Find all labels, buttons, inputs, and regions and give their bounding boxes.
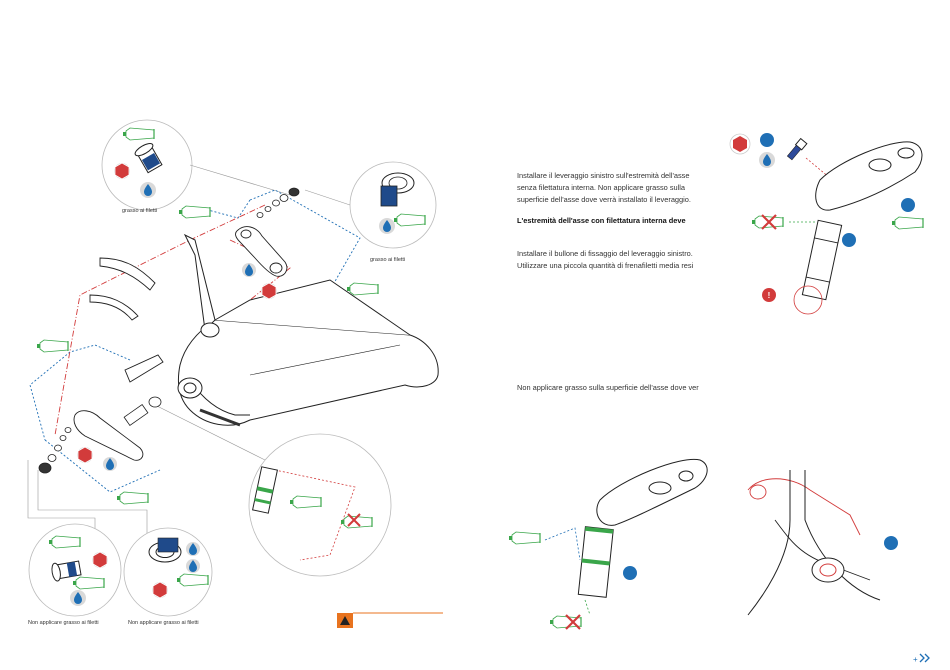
frame-body (177, 233, 439, 427)
instruction-paragraph-3: Non applicare grasso sulla superficie de… (517, 383, 699, 392)
blue-dot-marker (760, 133, 774, 147)
caption-no-grease-bottom-left: Non applicare grasso ai filetti (28, 620, 99, 626)
grease-icon (116, 491, 149, 505)
detail-circle-top-right (349, 161, 437, 249)
grease-icon (178, 205, 211, 219)
detail-circle-axle (248, 433, 392, 577)
axle-part (123, 396, 162, 426)
svg-text:+: + (913, 655, 918, 664)
seatstay-parts (89, 257, 156, 321)
grease-icon (36, 339, 69, 353)
detail-circle-bottom-left (28, 523, 122, 617)
upper-linkage (235, 226, 288, 277)
linkage-axle-figure (508, 458, 708, 630)
linkage-install-figure: ! (729, 133, 924, 315)
instruction-paragraph-1: Installare il leveraggio sinistro sull'e… (517, 170, 711, 206)
caption-grease-top-left: grasso ai filetti (122, 208, 157, 214)
blue-drop-icon-frame (242, 263, 256, 277)
blue-drop-icon-left (103, 457, 117, 471)
warning-exclamation-icon (762, 288, 776, 302)
svg-text:!: ! (768, 291, 771, 300)
caption-no-grease-bottom-mid: Non applicare grasso ai filetti (128, 620, 199, 626)
paragraph-line: senza filettatura interna. Non applicare… (517, 183, 686, 192)
hex-icon-frame (261, 282, 277, 300)
right-illustrations: ! + (508, 133, 930, 664)
paragraph-line: Utilizzare una piccola quantità di frena… (517, 261, 694, 270)
paragraph-line: Installare il bullone di fissaggio del l… (517, 249, 693, 258)
detail-circle-top-left (101, 119, 193, 211)
frame-closeup-figure (747, 470, 898, 616)
exploded-view-diagram: grasso ai filetti grasso ai filetti (27, 119, 443, 628)
paragraph-line: superficie dell'asse dove verrà installa… (517, 195, 691, 204)
blue-dot-marker (901, 198, 915, 212)
double-chevron-right-icon[interactable]: + (913, 653, 930, 664)
detail-circle-bottom-mid (123, 527, 213, 617)
hex-icon-left (77, 446, 93, 464)
blue-dot-marker (623, 566, 637, 580)
hardware-stack-top (256, 187, 300, 218)
blue-dot-marker (842, 233, 856, 247)
instruction-paragraph-2: Installare il bullone di fissaggio del l… (517, 248, 711, 272)
caption-grease-top-right: grasso ai filetti (370, 257, 405, 263)
warning-callout (337, 612, 443, 628)
hardware-stack-left (38, 427, 72, 474)
blue-dot-marker (884, 536, 898, 550)
paragraph-line: Installare il leveraggio sinistro sull'e… (517, 171, 690, 180)
lower-linkage (73, 354, 164, 461)
grease-icon (346, 282, 379, 296)
instruction-bold-note: L'estremità dell'asse con filettatura in… (517, 216, 686, 225)
